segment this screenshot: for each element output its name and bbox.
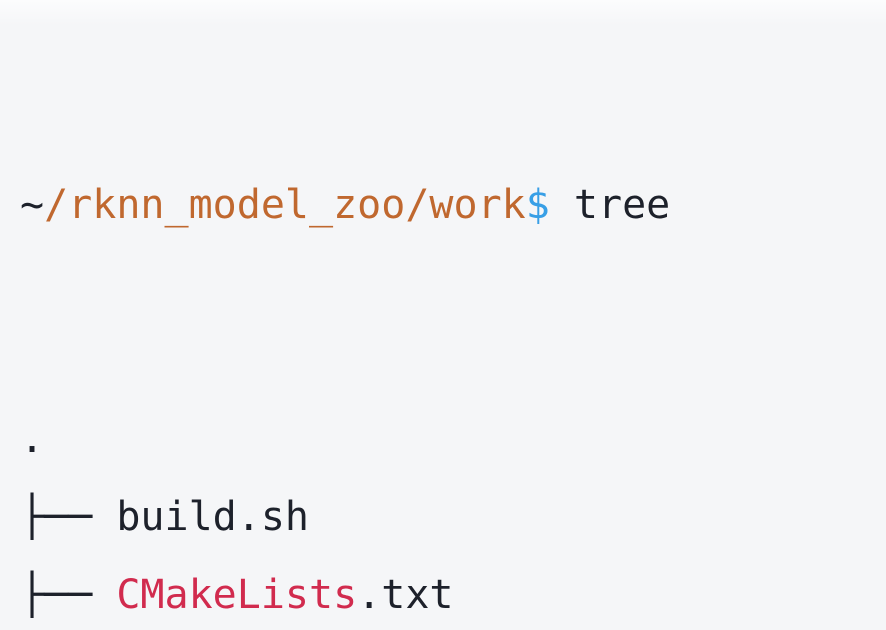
- highlighted-filename: CMakeLists: [116, 572, 358, 618]
- prompt-home-symbol: ~: [20, 182, 45, 228]
- tree-text: .txt: [357, 572, 454, 618]
- prompt-line: ~/rknn_model_zoo/work$ tree: [20, 166, 868, 244]
- tree-text: ├──: [20, 572, 117, 618]
- prompt-dollar-sign: $: [525, 182, 550, 228]
- prompt-path: /rknn_model_zoo/work: [44, 182, 526, 228]
- tree-text: ├── build.sh: [20, 494, 309, 540]
- tree-line: .: [20, 400, 868, 478]
- prompt-command: tree: [573, 182, 671, 228]
- tree-text: .: [20, 416, 45, 462]
- tree-output: .├── build.sh├── CMakeLists.txt├── model…: [20, 400, 868, 630]
- tree-line: ├── CMakeLists.txt: [20, 556, 868, 630]
- tree-line: ├── build.sh: [20, 478, 868, 556]
